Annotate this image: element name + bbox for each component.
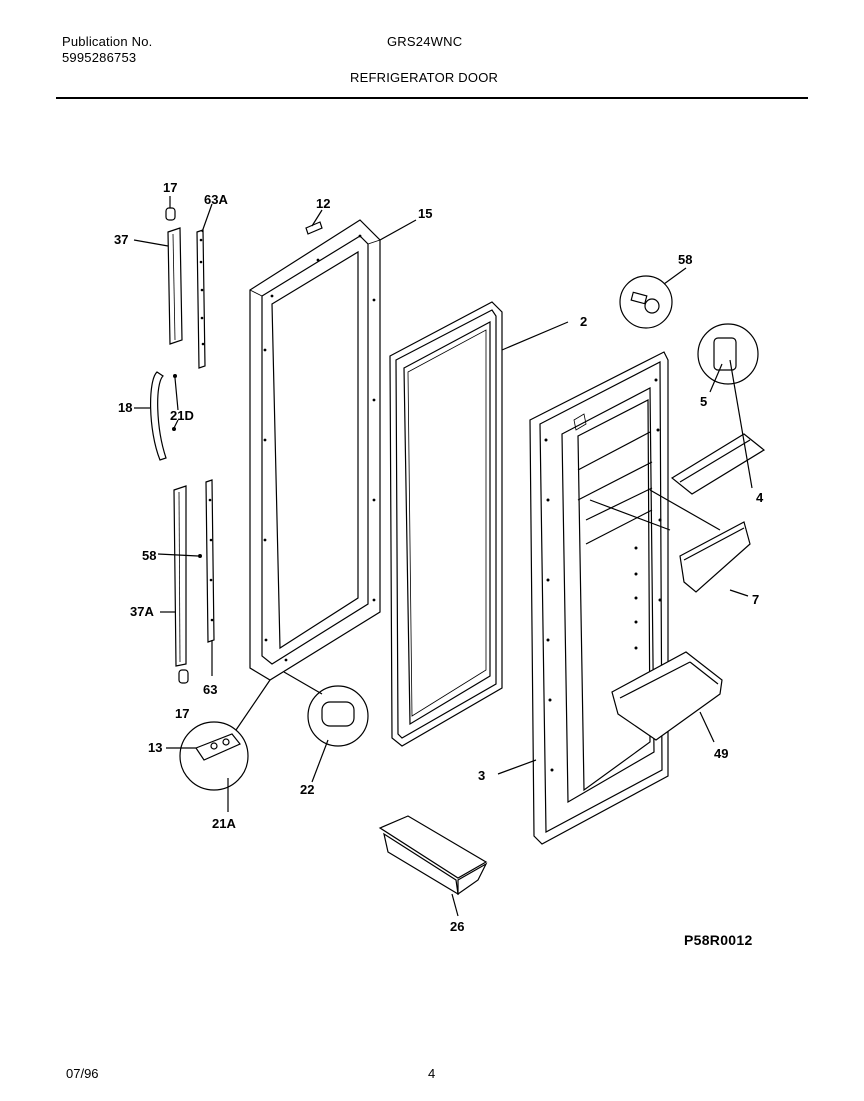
part-26-bin <box>378 815 488 896</box>
part-5-detail-circle <box>697 323 759 385</box>
drawing-code: P58R0012 <box>684 932 753 948</box>
part-58-screw-detail <box>619 275 673 329</box>
part-15-door-frame <box>249 219 381 681</box>
label-12: 12 <box>316 196 330 211</box>
part-4-shelf-bar <box>670 433 766 495</box>
label-63: 63 <box>203 682 217 697</box>
leader-lines <box>133 196 753 917</box>
part-58-screw-small <box>198 554 202 558</box>
part-12-insert <box>305 221 323 235</box>
part-17-bottom-cap <box>178 669 189 684</box>
label-26: 26 <box>450 919 464 934</box>
part-18-handle <box>150 371 177 461</box>
section-title: REFRIGERATOR DOOR <box>350 70 499 85</box>
footer-date: 07/96 <box>66 1066 99 1081</box>
part-49-shelf-bin <box>611 651 723 741</box>
label-13: 13 <box>148 740 162 755</box>
label-18: 18 <box>118 400 132 415</box>
label-49: 49 <box>714 746 728 761</box>
label-15: 15 <box>418 206 432 221</box>
publication-label: Publication No. <box>62 34 153 49</box>
label-22: 22 <box>300 782 314 797</box>
label-5: 5 <box>700 394 707 409</box>
part-17-top-cap <box>165 207 176 221</box>
part-37A-lower-trim <box>173 485 187 667</box>
label-3: 3 <box>478 768 485 783</box>
label-2: 2 <box>580 314 587 329</box>
part-63A-strip <box>196 229 206 369</box>
label-4: 4 <box>756 490 764 505</box>
part-37-upper-trim <box>167 227 183 345</box>
part-22-detail <box>283 671 369 747</box>
part-2-gasket <box>389 301 503 747</box>
page-number: 4 <box>428 1066 436 1081</box>
label-21D: 21D <box>170 408 194 423</box>
label-58-mid: 58 <box>142 548 156 563</box>
label-7: 7 <box>752 592 759 607</box>
part-7-bin <box>679 521 751 593</box>
part-63-strip <box>205 479 215 643</box>
label-17-top: 17 <box>163 180 177 195</box>
label-58-top: 58 <box>678 252 692 267</box>
label-17-bottom: 17 <box>175 706 189 721</box>
part-13-hinge-detail <box>179 679 271 791</box>
model-number: GRS24WNC <box>387 34 463 49</box>
label-37: 37 <box>114 232 128 247</box>
publication-number: 5995286753 <box>62 50 137 65</box>
label-63A: 63A <box>204 192 228 207</box>
label-37A: 37A <box>130 604 154 619</box>
part-3-door-liner <box>529 351 669 845</box>
header-rule <box>56 97 808 99</box>
label-21A: 21A <box>212 816 236 831</box>
